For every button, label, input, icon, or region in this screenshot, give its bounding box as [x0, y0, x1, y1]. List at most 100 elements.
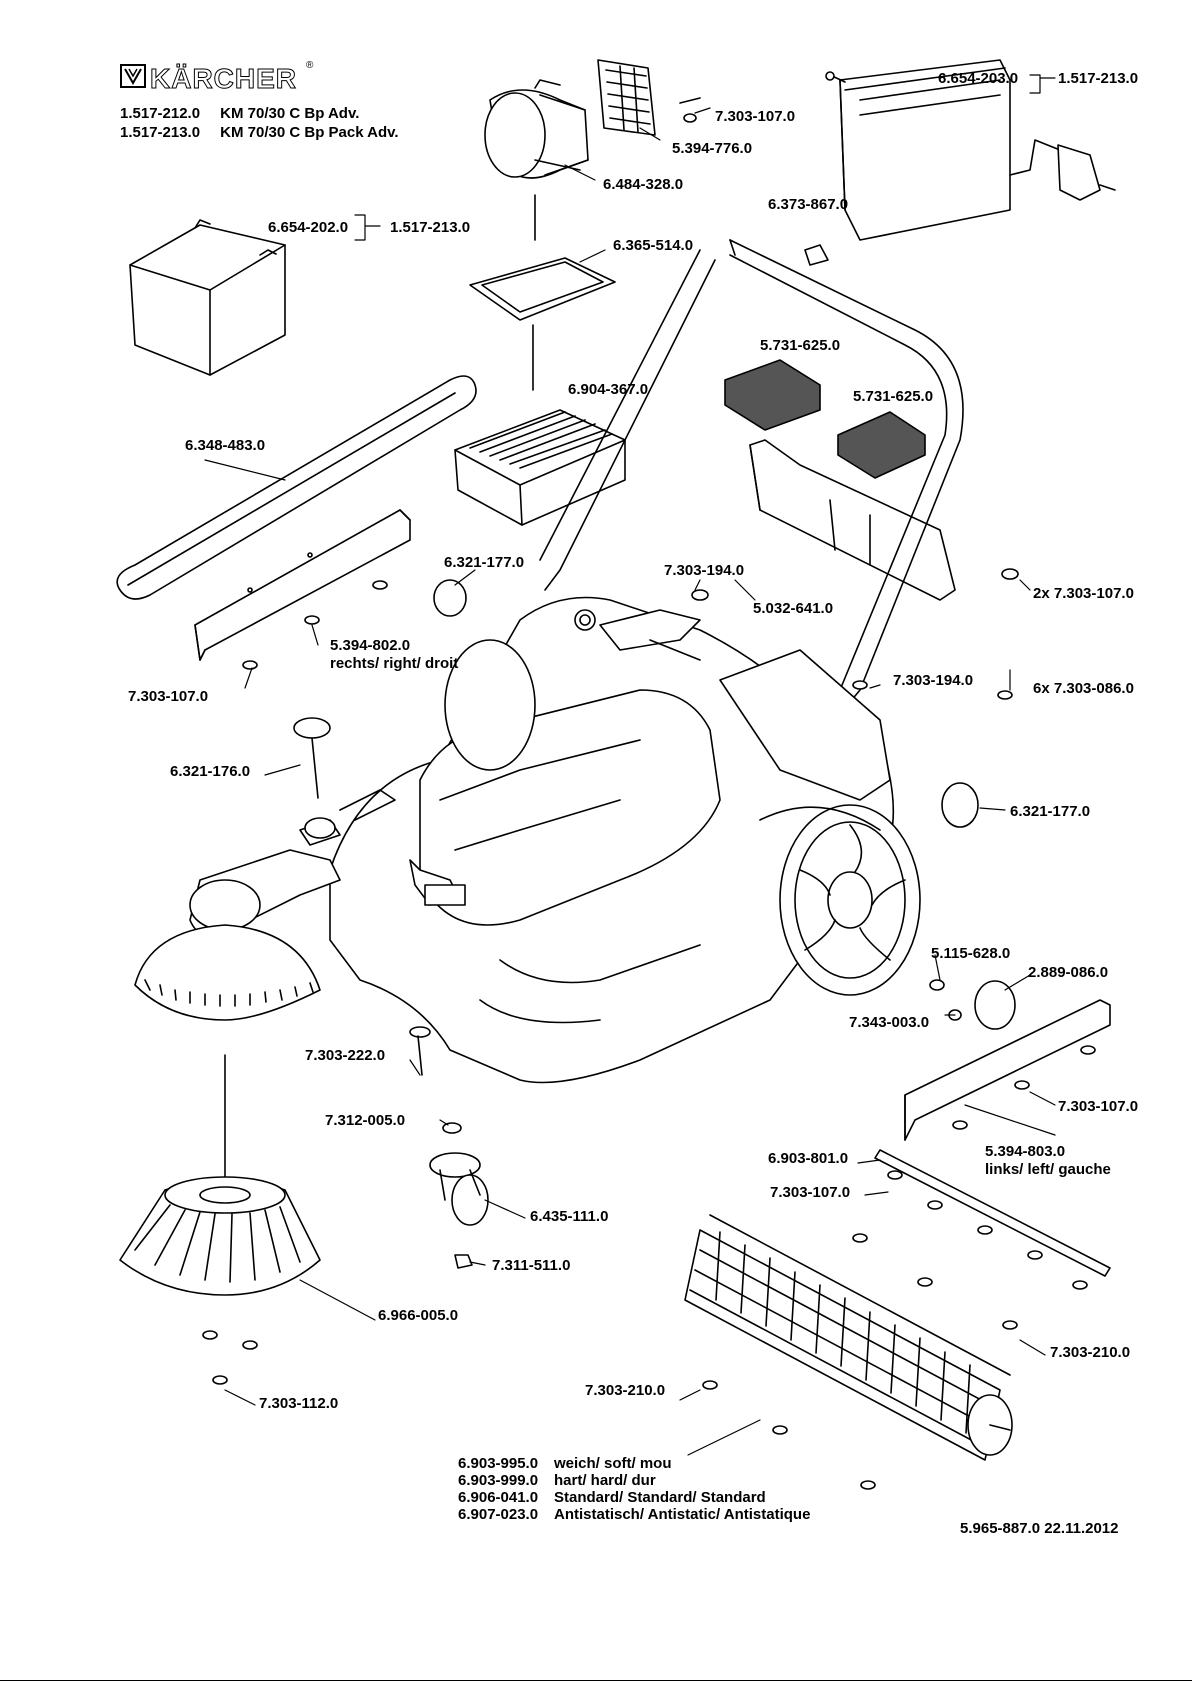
brand-name: KÄRCHER [150, 63, 297, 94]
part-label-side-brush: 6.966-005.0 [378, 1307, 459, 1324]
part-number: 5.394-803.0 [985, 1143, 1066, 1160]
side-brush-arm-part [189, 789, 396, 937]
drive-belt-part [116, 375, 477, 600]
variant-number: 6.903-999.0 [458, 1472, 539, 1489]
kaercher-logo: KÄRCHER ® [120, 60, 313, 94]
grille-part [597, 59, 701, 136]
part-label-sealing-block: 5.731-625.0 [760, 337, 841, 354]
part-label-screw: 7.303-194.0 [893, 672, 974, 689]
part-label-screw: 7.303-210.0 [1050, 1344, 1131, 1361]
part-label-battery: 6.654-202.0 [268, 219, 349, 236]
sleeve-part [804, 244, 829, 266]
part-label-flat-filter: 6.904-367.0 [568, 381, 649, 398]
document-footer: 5.965-887.0 22.11.2012 [960, 1520, 1119, 1537]
part-label-washer: 7.312-005.0 [325, 1112, 406, 1129]
part-label-knob: 6.321-177.0 [444, 554, 525, 571]
right-wheel-part [759, 804, 921, 996]
model-number: 1.517-213.0 [120, 124, 201, 141]
variant-desc: Antistatisch/ Antistatic/ Antistatique [554, 1506, 811, 1523]
variant-desc: hart/ hard/ dur [554, 1472, 656, 1489]
variant-number: 6.906-041.0 [458, 1489, 539, 1506]
part-label-screw: 7.303-107.0 [1058, 1098, 1139, 1115]
part-label-drive-belt: 6.348-483.0 [185, 437, 266, 454]
model-row: 1.517-212.0 KM 70/30 C Bp Adv. [120, 104, 399, 123]
leader-lines [204, 74, 1056, 1456]
knob-part [433, 579, 467, 617]
roller-variant-row: 6.903-999.0 hart/ hard/ dur [458, 1472, 810, 1489]
part-label-side-bracket-right: 5.394-802.0 rechts/ right/ droit [330, 637, 458, 673]
charger-part [825, 59, 1116, 241]
part-label-side-bracket-left: 5.394-803.0 links/ left/ gauche [985, 1143, 1111, 1179]
part-label-filter-frame: 6.365-514.0 [613, 237, 694, 254]
part-label-castor: 6.435-111.0 [530, 1208, 609, 1225]
part-label-carriage-bolt: 7.303-222.0 [305, 1047, 386, 1064]
suction-motor-part [484, 79, 589, 179]
part-label-knob-bolt: 6.321-176.0 [170, 763, 251, 780]
part-side: rechts/ right/ droit [330, 655, 459, 672]
part-label-screw: 7.303-194.0 [664, 562, 745, 579]
part-label-screw: 7.303-210.0 [585, 1382, 666, 1399]
part-label-grille: 5.394-776.0 [672, 140, 753, 157]
roller-brush-part [684, 1214, 1013, 1461]
part-label-screw: 7.303-112.0 [259, 1395, 339, 1412]
part-label-hex-nut: 7.311-511.0 [492, 1257, 571, 1274]
part-label-sleeve: 6.373-867.0 [768, 196, 849, 213]
model-number: 1.517-212.0 [120, 105, 201, 122]
left-wheel-part [444, 639, 536, 771]
carriage-bolt-part [409, 1026, 431, 1076]
part-label-circlip: 7.343-003.0 [849, 1014, 930, 1031]
part-label-sealing-strip: 5.032-641.0 [753, 600, 834, 617]
part-label-washer: 5.115-628.0 [931, 945, 1011, 962]
part-label-knob: 6.321-177.0 [1010, 803, 1091, 820]
washer-part [929, 979, 945, 991]
part-label-screw: 7.303-107.0 [770, 1184, 851, 1201]
part-label-motor: 6.484-328.0 [603, 176, 684, 193]
hex-nut-part [454, 1254, 473, 1269]
knob-part [941, 782, 979, 828]
washer-part [442, 1122, 462, 1134]
side-bracket-right-part [194, 509, 411, 661]
screw-set [202, 113, 1096, 1490]
part-label-screw: 7.303-107.0 [715, 108, 796, 125]
part-side: links/ left/ gauche [985, 1161, 1111, 1178]
roller-variant-row: 6.906-041.0 Standard/ Standard/ Standard [458, 1489, 810, 1506]
part-label-charger: 6.654-203.0 [938, 70, 1019, 87]
variant-desc: Standard/ Standard/ Standard [554, 1489, 766, 1506]
knob-bolt-part [293, 717, 331, 799]
side-bracket-left-part [904, 999, 1111, 1141]
model-name: KM 70/30 C Bp Pack Adv. [220, 124, 399, 141]
part-label-holding-strip: 6.903-801.0 [768, 1150, 849, 1167]
part-label-sealing-block: 5.731-625.0 [853, 388, 934, 405]
roller-variant-row: 6.907-023.0 Antistatisch/ Antistatic/ Ant… [458, 1506, 810, 1523]
model-list: 1.517-212.0 KM 70/30 C Bp Adv. 1.517-213… [120, 104, 399, 142]
part-label-screw-qty: 6x 7.303-086.0 [1033, 680, 1134, 697]
kaercher-emblem-icon [120, 64, 146, 88]
part-label-wheel-cap: 2.889-086.0 [1028, 964, 1109, 981]
side-brush-top-part [134, 924, 321, 1021]
flat-filter-part [454, 409, 626, 526]
sealing-block-part [724, 359, 926, 479]
filter-frame-part [469, 257, 616, 321]
variant-number: 6.907-023.0 [458, 1506, 539, 1523]
part-label-screw: 7.303-107.0 [128, 688, 209, 705]
model-name: KM 70/30 C Bp Adv. [220, 105, 360, 122]
variant-desc: weich/ soft/ mou [554, 1455, 672, 1472]
wheel-cap-part [974, 980, 1016, 1030]
variant-number: 6.903-995.0 [458, 1455, 539, 1472]
battery-part [129, 219, 286, 376]
registered-mark: ® [306, 60, 314, 71]
model-row: 1.517-213.0 KM 70/30 C Bp Pack Adv. [120, 123, 399, 142]
roller-variant-row: 6.903-995.0 weich/ soft/ mou [458, 1455, 810, 1472]
part-number: 5.394-802.0 [330, 637, 411, 654]
battery-housing-part [719, 649, 891, 801]
part-label-charger-kit: 1.517-213.0 [1058, 70, 1139, 87]
side-brush-part [119, 1176, 321, 1296]
sealing-strip-part [749, 439, 956, 601]
castor-wheel-part [429, 1152, 489, 1226]
roller-variants-list: 6.903-995.0 weich/ soft/ mou 6.903-999.0 h… [458, 1455, 810, 1523]
part-label-battery-kit: 1.517-213.0 [390, 219, 471, 236]
holding-strip-part [874, 1149, 1111, 1277]
page-bottom-rule [0, 1680, 1192, 1681]
part-label-screw-qty: 2x 7.303-107.0 [1033, 585, 1134, 602]
